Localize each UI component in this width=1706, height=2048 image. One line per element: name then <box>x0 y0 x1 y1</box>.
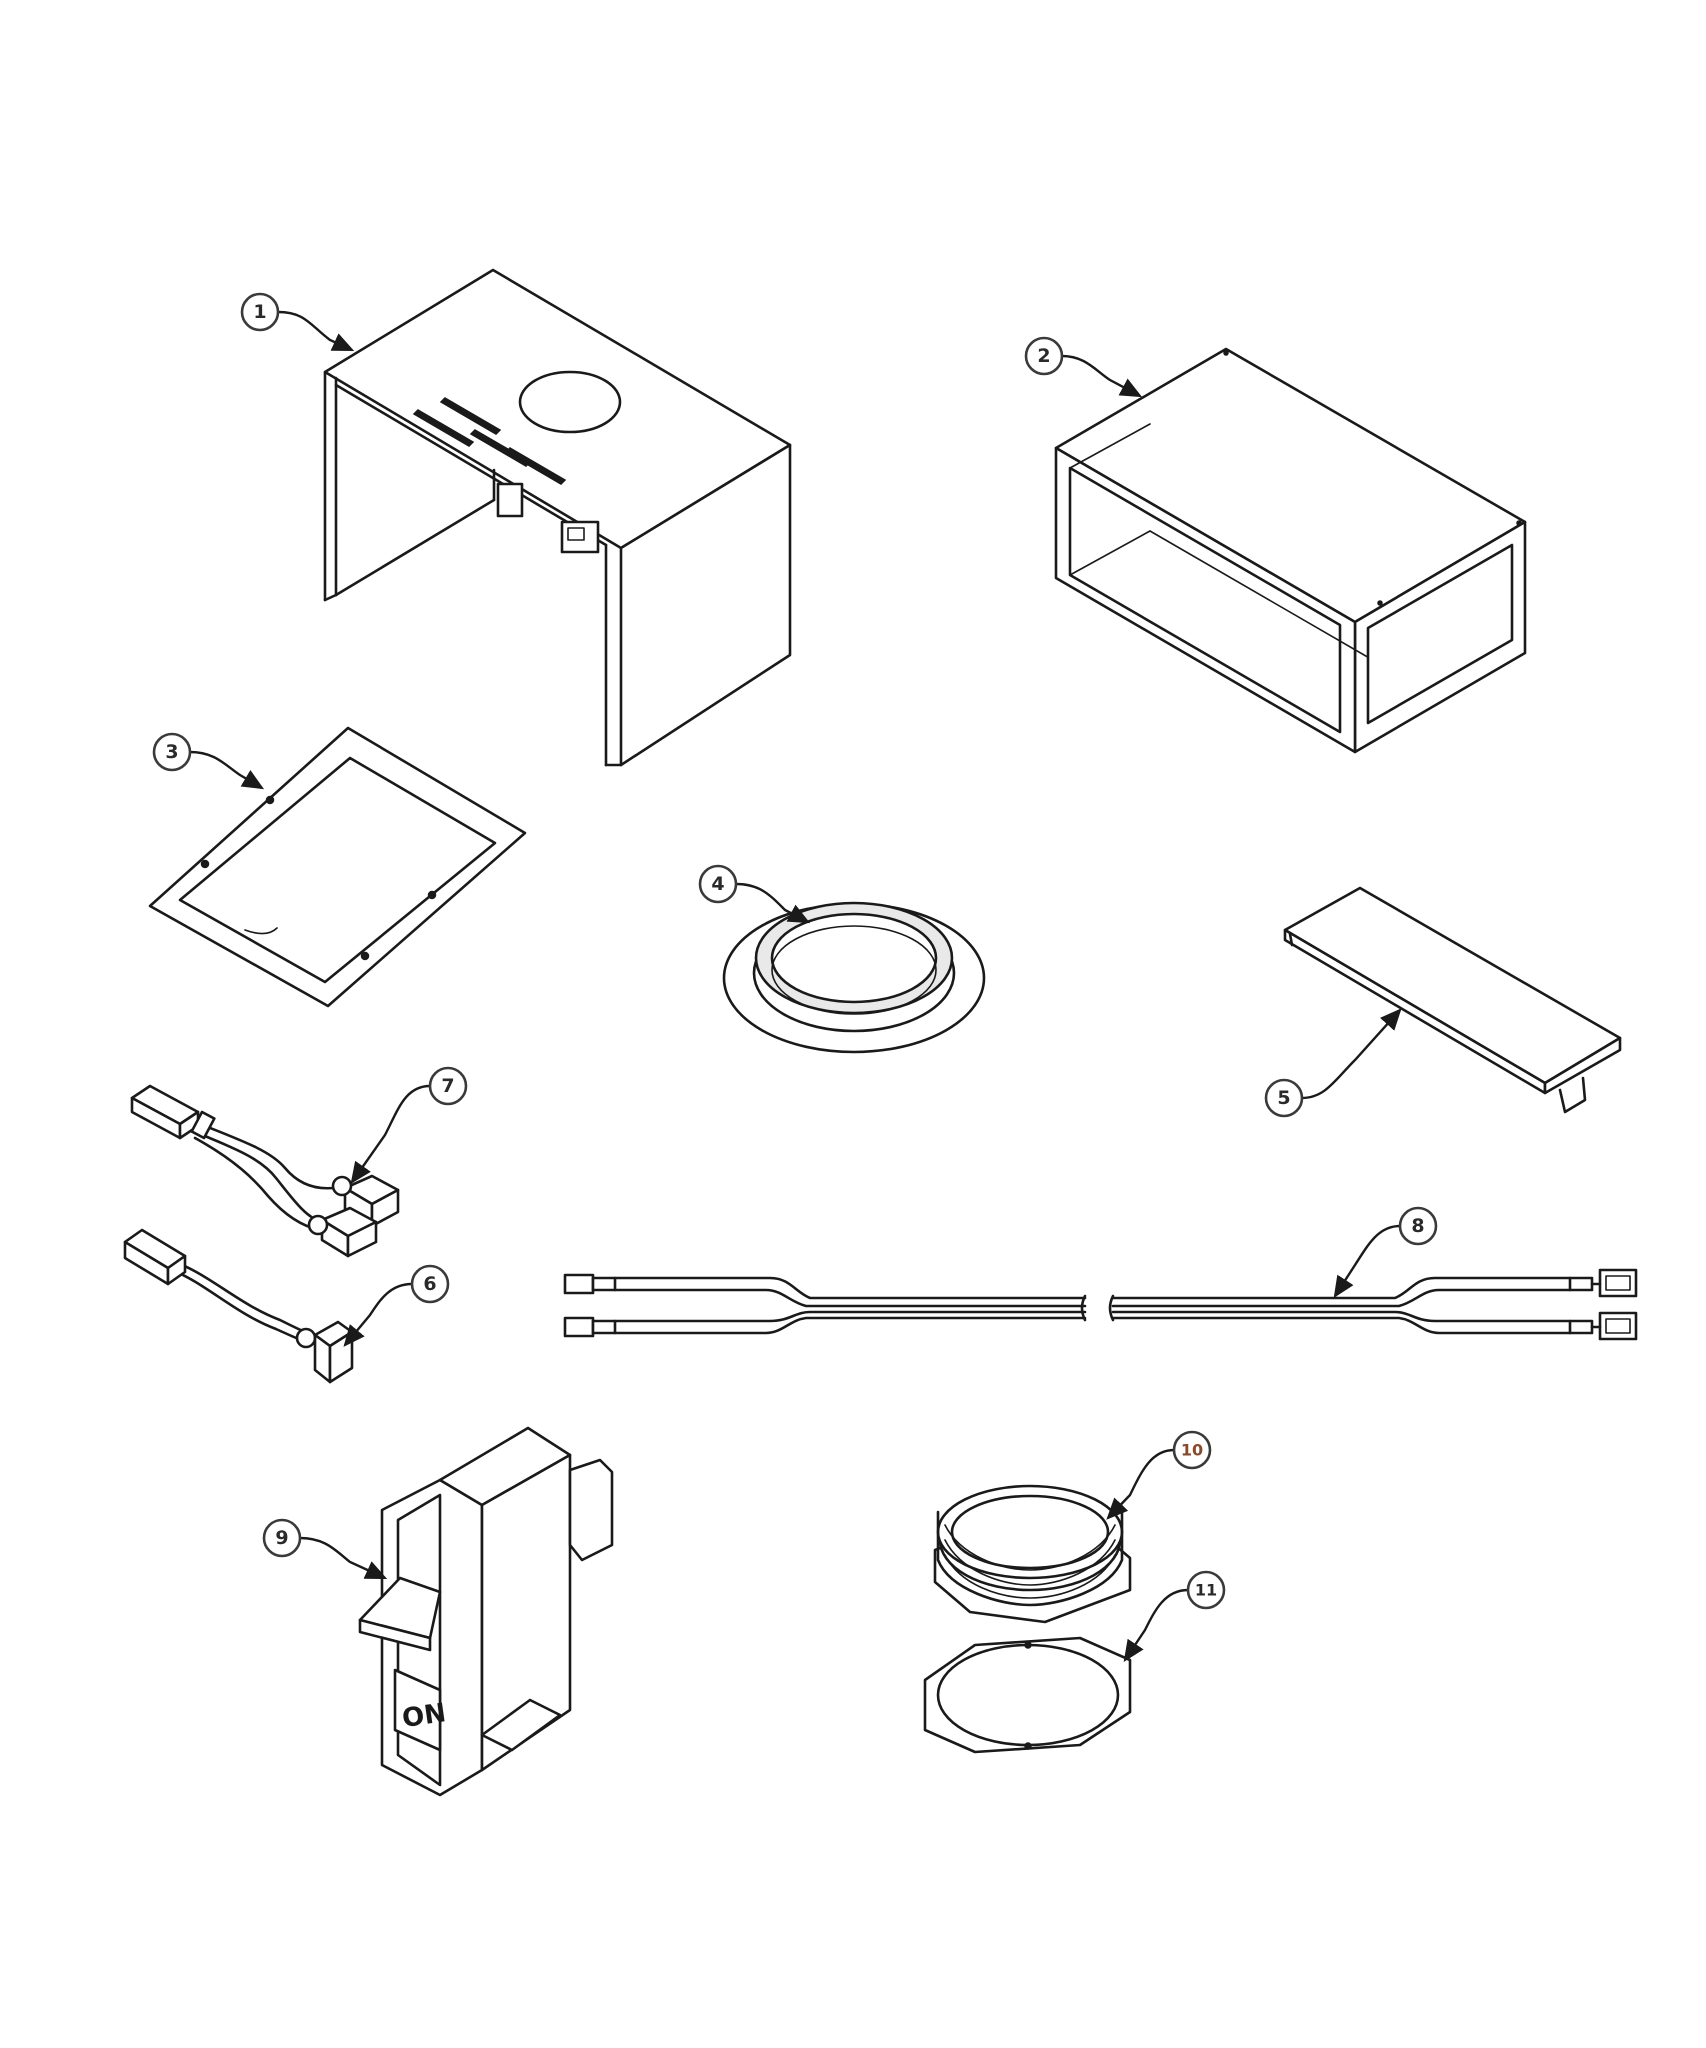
part-3-mounting-plate <box>148 726 527 1008</box>
callout-10: 10 <box>1106 1430 1212 1520</box>
part-10-adapter-ring <box>933 1484 1132 1624</box>
part-11-gasket <box>923 1636 1132 1754</box>
switch-on-label: ON <box>400 1698 448 1734</box>
callout-7-label: 7 <box>441 1075 454 1097</box>
callout-8-label: 8 <box>1411 1215 1424 1237</box>
callout-2: 2 <box>1024 336 1143 398</box>
callout-5-label: 5 <box>1277 1087 1290 1109</box>
callout-3: 3 <box>152 732 265 790</box>
part-1-hood-enclosure <box>323 268 792 767</box>
callout-4: 4 <box>698 864 811 924</box>
callout-1: 1 <box>240 292 355 352</box>
part-8-long-harness <box>563 1268 1638 1341</box>
part-2-frame-box <box>1054 347 1527 754</box>
callout-1-label: 1 <box>253 301 266 323</box>
callout-9-label: 9 <box>275 1527 288 1549</box>
part-7-y-harness <box>130 1084 400 1258</box>
part-9-rocker-switch: ON <box>358 1426 614 1797</box>
callout-4-label: 4 <box>711 873 724 895</box>
callout-6: 6 <box>343 1264 450 1347</box>
callout-8: 8 <box>1333 1206 1438 1299</box>
callout-7: 7 <box>350 1066 468 1184</box>
part-5-cover-strip <box>1283 886 1622 1114</box>
vent-slots <box>412 397 567 485</box>
part-4-flange-ring <box>722 901 986 1054</box>
duct-opening <box>518 370 622 434</box>
callout-11: 11 <box>1123 1570 1226 1662</box>
callout-9: 9 <box>262 1518 388 1580</box>
callout-2-label: 2 <box>1037 345 1050 367</box>
callout-11-label: 11 <box>1195 1581 1217 1600</box>
callout-6-label: 6 <box>423 1273 436 1295</box>
callout-10-label: 10 <box>1181 1441 1203 1460</box>
callout-3-label: 3 <box>165 741 178 763</box>
part-6-single-harness <box>123 1228 354 1384</box>
callout-5: 5 <box>1264 1008 1402 1118</box>
